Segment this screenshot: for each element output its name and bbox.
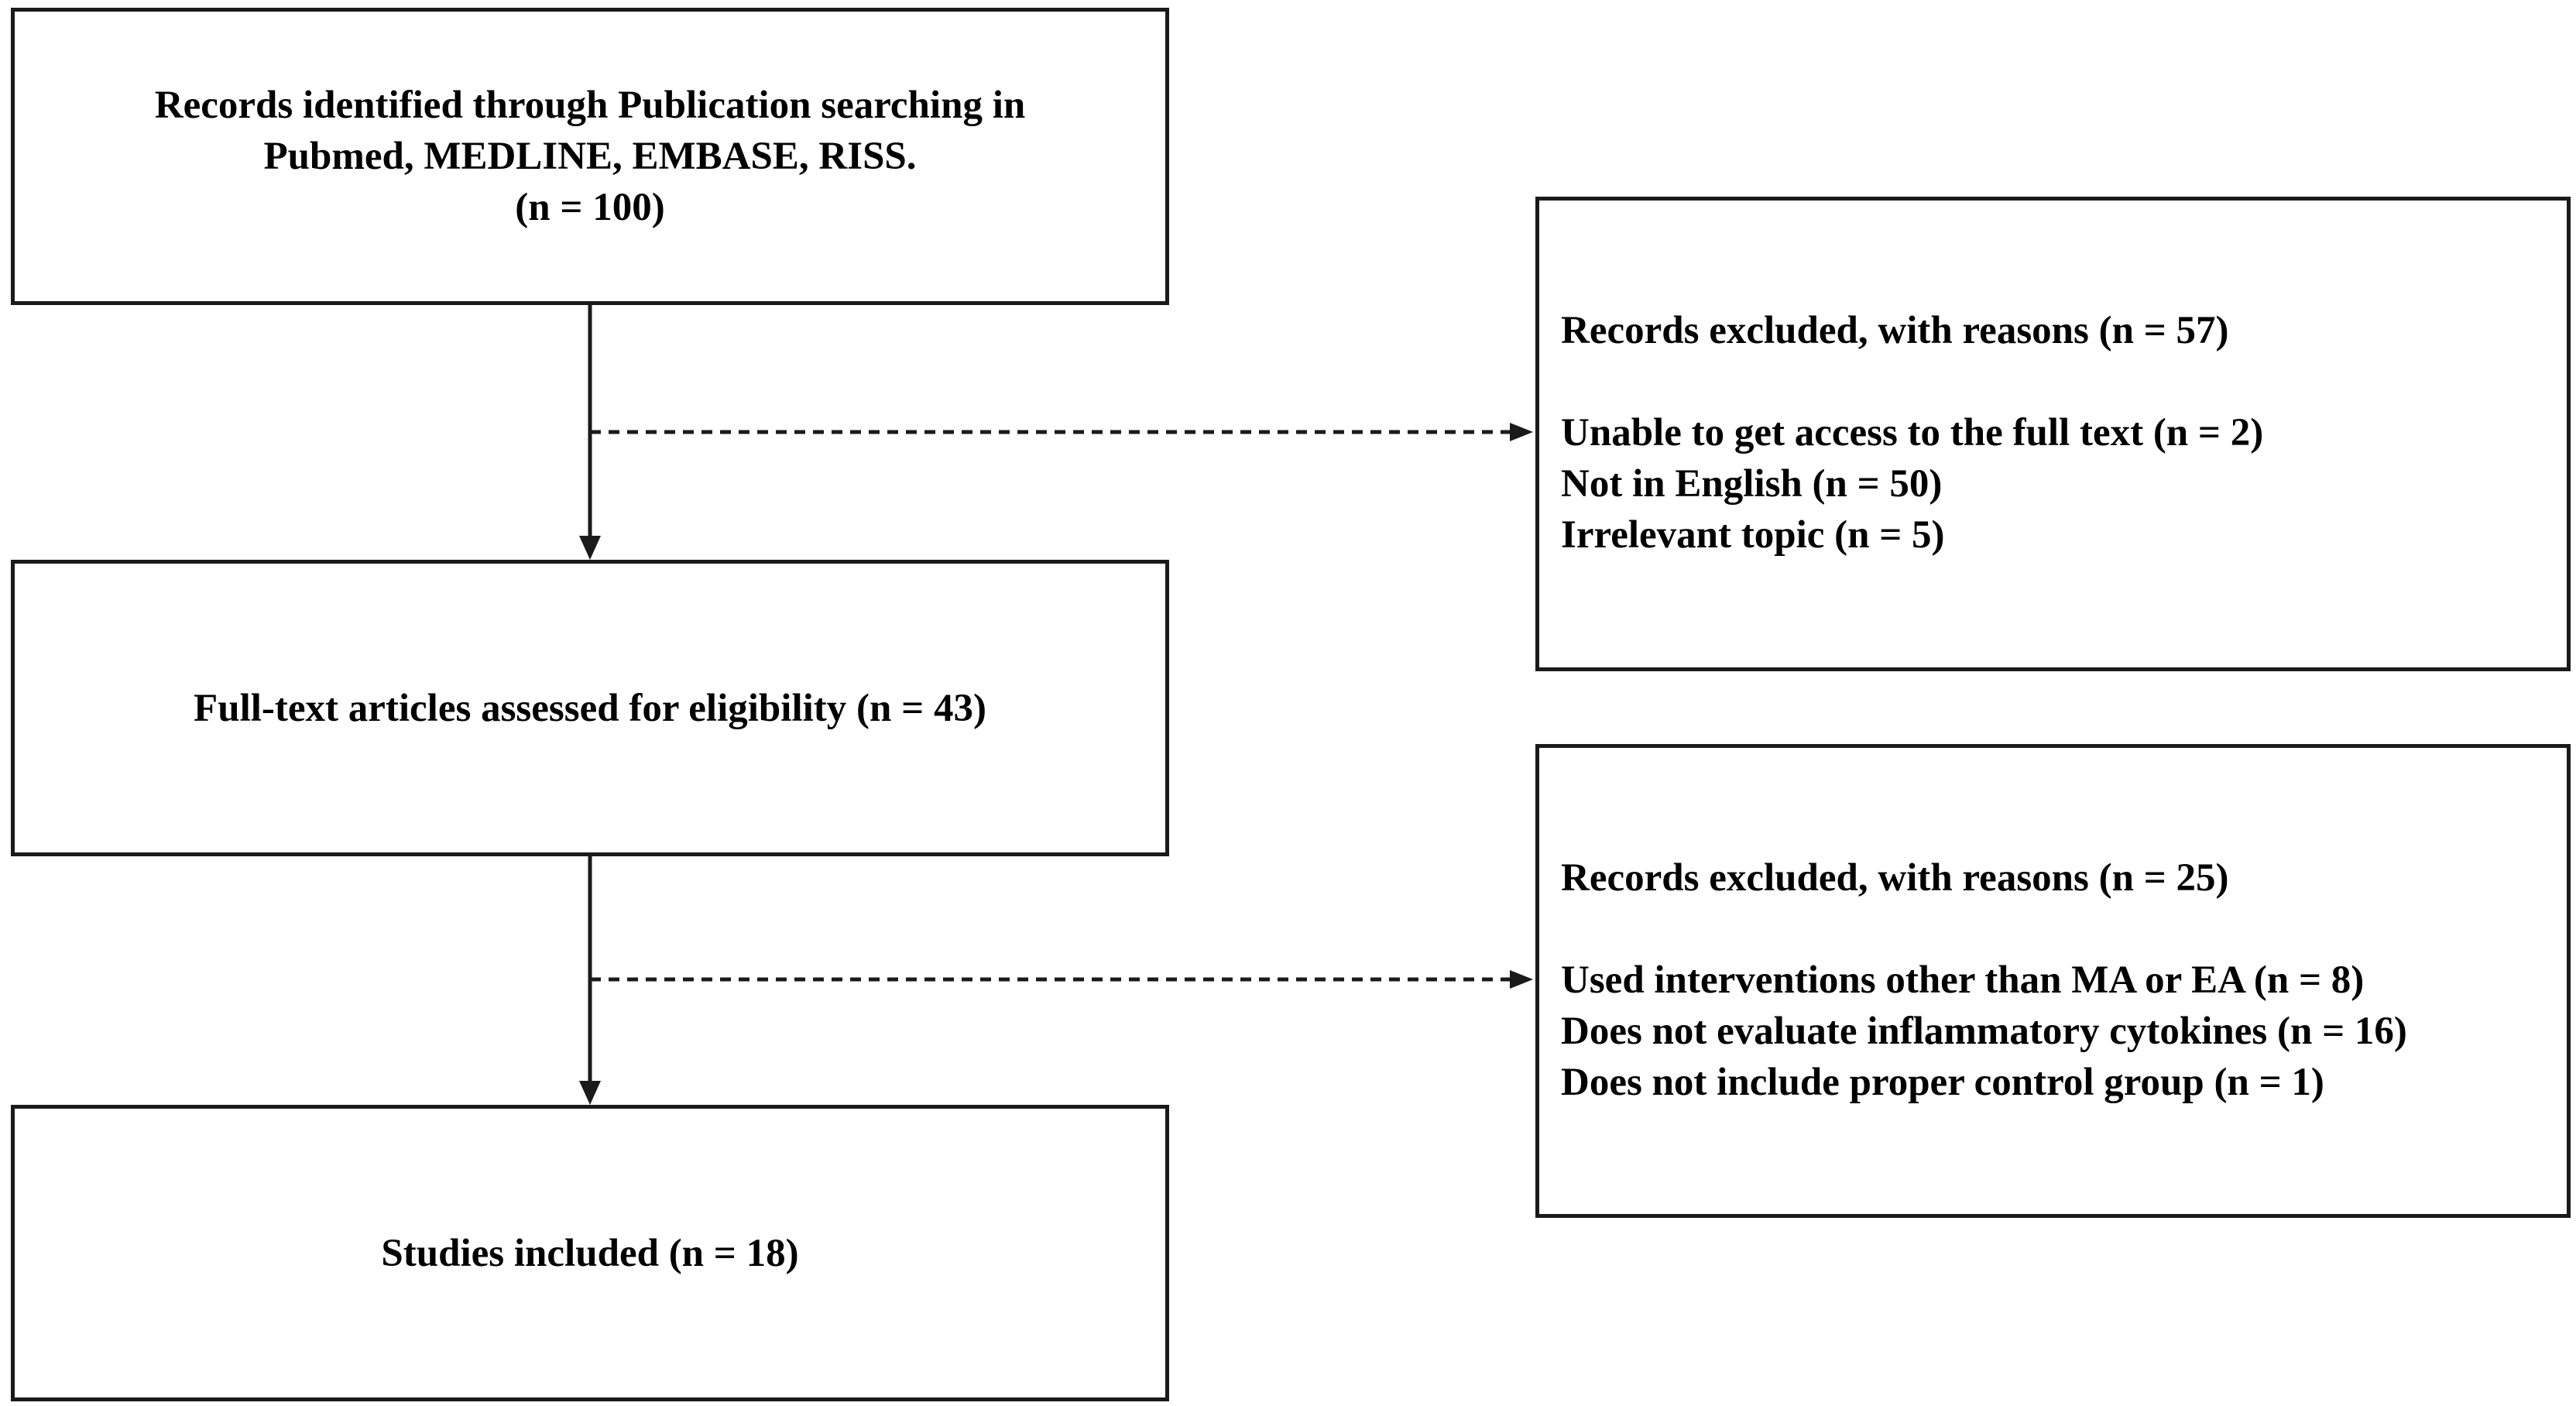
exclusion-reason-item: Does not include proper control group (n… (1561, 1061, 2324, 1104)
exclusion-reason-item: Used interventions other than MA or EA (… (1561, 958, 2365, 1002)
records-identified-box: Records identified through Publication s… (11, 8, 1169, 305)
first-exclusion-heading: Records excluded, with reasons (n = 57) (1561, 309, 2229, 352)
second-exclusion-heading: Records excluded, with reasons (n = 25) (1561, 856, 2229, 900)
exclusion-reason-item: Not in English (n = 50) (1561, 462, 1943, 506)
exclusion-reason-item: Unable to get access to the full text (n… (1561, 411, 2264, 454)
studies-included-box: Studies included (n = 18) (11, 1105, 1169, 1401)
second-exclusion-box: Records excluded, with reasons (n = 25) … (1535, 744, 2571, 1218)
exclusion-reason-item: Irrelevant topic (n = 5) (1561, 513, 1945, 557)
arrowhead-to-first-exclusion (1510, 423, 1533, 441)
exclusion-reason-item: Does not evaluate inflammatory cytokines… (1561, 1010, 2407, 1053)
arrowhead-to-assessed (579, 536, 601, 560)
full-text-assessed-box: Full-text articles assessed for eligibil… (11, 560, 1169, 856)
records-identified-line-2: Pubmed, MEDLINE, EMBASE, RISS. (263, 135, 917, 178)
second-exclusion-reasons: Used interventions other than MA or EA (… (1561, 955, 2567, 1108)
arrowhead-to-second-exclusion (1510, 970, 1533, 989)
first-exclusion-box: Records excluded, with reasons (n = 57) … (1535, 197, 2571, 671)
full-text-assessed-label: Full-text articles assessed for eligibil… (194, 686, 986, 730)
arrowhead-to-included (579, 1081, 601, 1105)
first-exclusion-reasons: Unable to get access to the full text (n… (1561, 407, 2567, 561)
records-identified-count: (n = 100) (515, 186, 665, 229)
studies-included-label: Studies included (n = 18) (381, 1231, 799, 1275)
records-identified-line-1: Records identified through Publication s… (154, 84, 1026, 127)
